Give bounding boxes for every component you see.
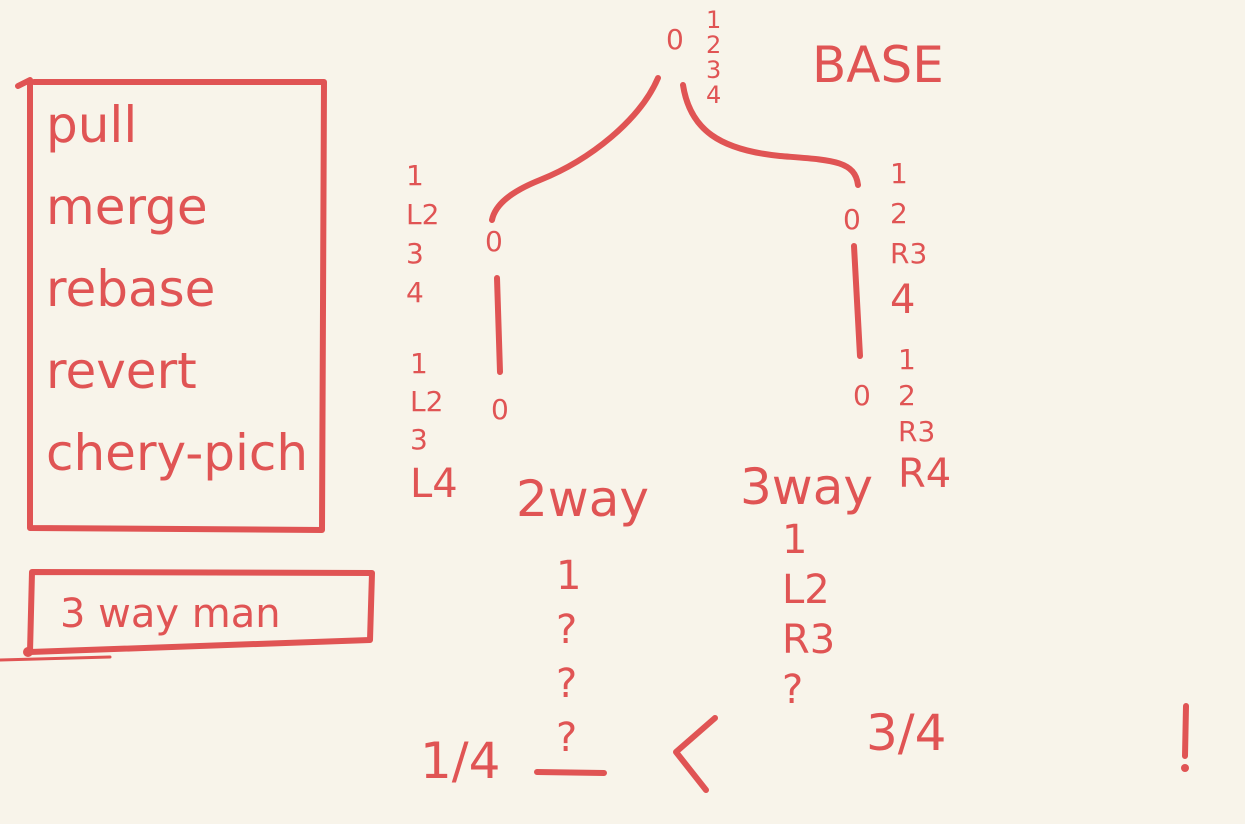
note-underline bbox=[0, 655, 112, 662]
three-way-line-3: R3 bbox=[782, 617, 836, 663]
left-top-line-1: 1 bbox=[406, 159, 424, 192]
three-way-lines: 1 L2 R3 ? bbox=[782, 520, 835, 710]
two-way-label: 2way bbox=[516, 470, 649, 528]
fraction-one-quarter: 1/4 bbox=[420, 732, 501, 790]
base-line-3: 3 bbox=[706, 56, 722, 84]
left-top-line-3: 3 bbox=[406, 237, 424, 270]
right-bottom-line-3: R3 bbox=[898, 415, 936, 448]
note-text: 3 way man bbox=[60, 591, 281, 637]
branch-base-left bbox=[489, 75, 661, 223]
command-cherry-pick: chery-pich bbox=[46, 424, 309, 482]
two-way-lines: 1 ? ? ? bbox=[556, 556, 581, 758]
note-dot bbox=[23, 647, 33, 657]
left-bottom-line-1: 1 bbox=[410, 347, 428, 380]
left-bottom-line-2: L2 bbox=[410, 385, 444, 418]
commands-box-border bbox=[15, 77, 327, 533]
base-label: BASE bbox=[812, 36, 944, 94]
less-than-sign bbox=[673, 715, 718, 793]
right-bottom-lines: 1 2 R3 R4 bbox=[898, 343, 952, 497]
right-top-lines: 1 2 R3 4 bbox=[890, 157, 928, 323]
fraction-three-quarters: 3/4 bbox=[866, 704, 947, 762]
two-way-line-3: ? bbox=[556, 661, 578, 707]
two-way-line-2: ? bbox=[556, 607, 578, 653]
left-bottom-node: 0 bbox=[491, 393, 509, 426]
right-bottom-line-4: R4 bbox=[898, 451, 952, 497]
command-rebase: rebase bbox=[46, 260, 216, 318]
base-line-1: 1 bbox=[706, 6, 722, 34]
base-line-2: 2 bbox=[706, 31, 722, 59]
command-list: pull merge rebase revert chery-pich bbox=[46, 100, 308, 478]
two-way-line-4: ? bbox=[556, 715, 578, 761]
left-bottom-line-4: L4 bbox=[410, 461, 458, 507]
branch-left-vertical bbox=[494, 275, 503, 375]
left-top-line-4: 4 bbox=[406, 276, 424, 309]
command-pull: pull bbox=[46, 96, 138, 154]
exclamation-dot bbox=[1181, 764, 1189, 772]
base-node: 0 bbox=[666, 23, 684, 56]
underline-bar bbox=[534, 769, 607, 776]
note-box-border bbox=[27, 569, 375, 655]
branch-base-right bbox=[680, 82, 861, 188]
left-top-node: 0 bbox=[485, 225, 503, 258]
exclamation-stroke bbox=[1182, 703, 1189, 759]
right-top-line-3: R3 bbox=[890, 237, 928, 270]
left-top-lines: 1 L2 3 4 bbox=[406, 162, 439, 307]
left-bottom-lines: 1 L2 3 L4 bbox=[410, 347, 458, 507]
three-way-line-1: 1 bbox=[782, 517, 808, 563]
command-merge: merge bbox=[46, 178, 208, 236]
base-line-4: 4 bbox=[706, 81, 722, 109]
left-top-line-2: L2 bbox=[406, 198, 440, 231]
right-top-line-1: 1 bbox=[890, 157, 908, 190]
base-lines: 1 2 3 4 bbox=[706, 8, 721, 107]
three-way-line-2: L2 bbox=[782, 567, 830, 613]
right-bottom-line-2: 2 bbox=[898, 379, 916, 412]
right-top-line-4: 4 bbox=[890, 277, 916, 323]
left-bottom-line-3: 3 bbox=[410, 423, 428, 456]
branch-right-vertical bbox=[851, 243, 863, 359]
right-bottom-line-1: 1 bbox=[898, 343, 916, 376]
three-way-label: 3way bbox=[740, 458, 873, 516]
right-top-line-2: 2 bbox=[890, 197, 908, 230]
three-way-line-4: ? bbox=[782, 667, 804, 713]
right-bottom-node: 0 bbox=[853, 379, 871, 412]
two-way-line-1: 1 bbox=[556, 553, 582, 599]
right-top-node: 0 bbox=[843, 203, 861, 236]
command-revert: revert bbox=[46, 342, 197, 400]
